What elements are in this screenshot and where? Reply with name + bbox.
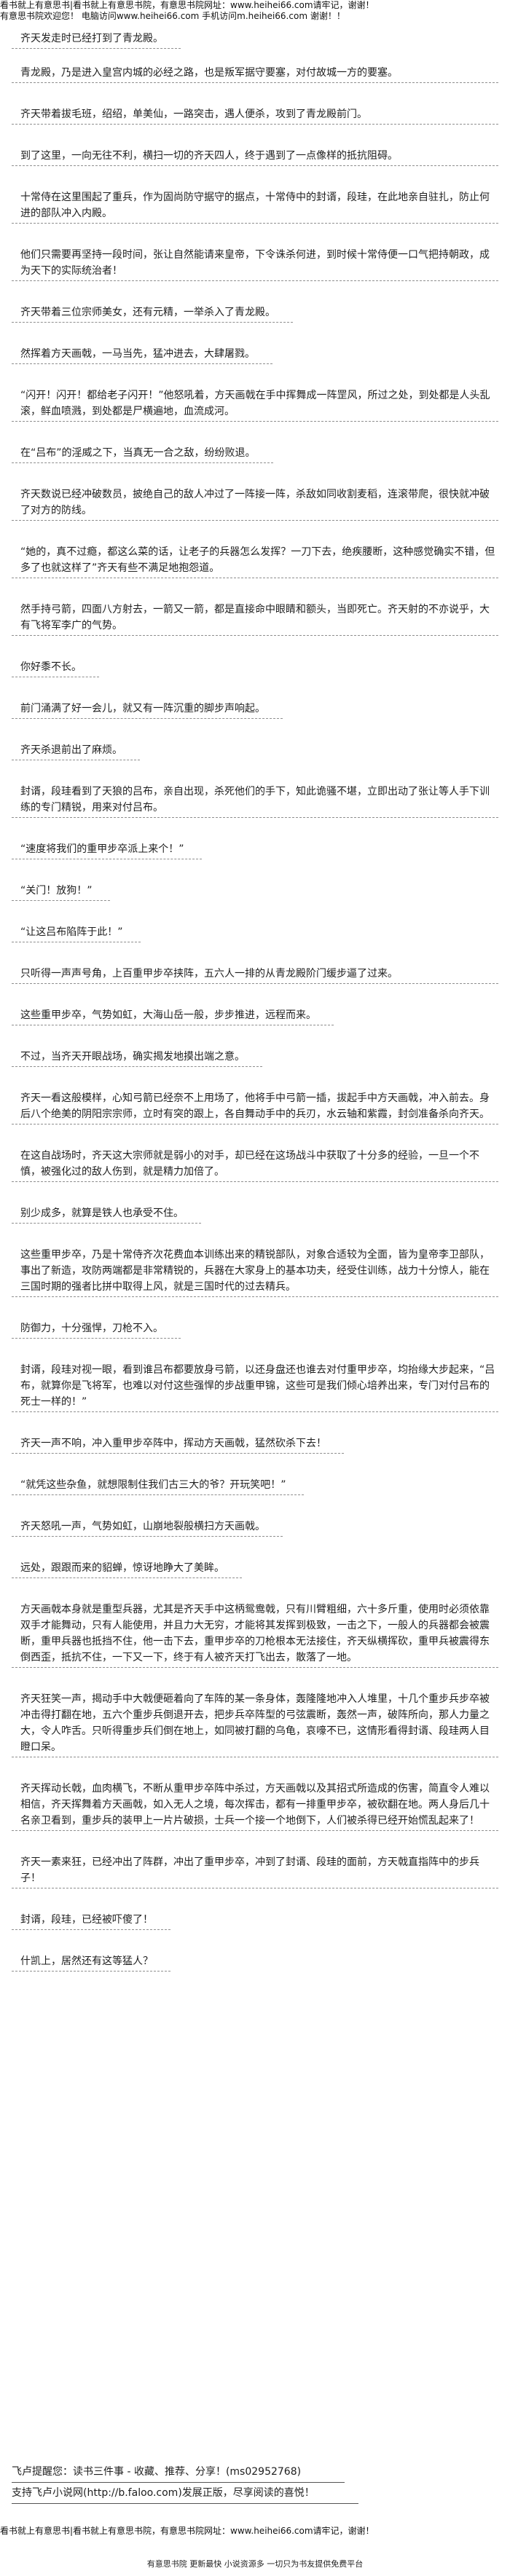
- paragraph: 他们只需要再坚持一段时间，张让自然能请来皇帝，下令诛杀何进，到时候十常侍便一口气…: [12, 243, 498, 281]
- bottom-banner: 看书就上有意思书|看书就上有意思书院，有意思书院网址：www.heihei66.…: [0, 2526, 374, 2536]
- paragraph: 齐天狂笑一声，揭动手中大戟便砸着向了车阵的某一条身体，轰隆隆地冲入人堆里，十几个…: [12, 1687, 498, 1757]
- paragraph: 在这自战场时，齐天这大宗师就是弱小的对手，却已经在这场战斗中获取了十分多的经验，…: [12, 1143, 498, 1182]
- paragraph: 方天画戟本身就是重型兵器，尤其是齐天手中这柄鸳鸯戟，只有川臂粗细，六十多斤重，使…: [12, 1597, 498, 1668]
- paragraph: “速度将我们的重甲步卒派上来个！”: [12, 837, 202, 859]
- paragraph: “就凭这些杂鱼，就想限制住我们古三大的爷？开玩笑吧！”: [12, 1473, 304, 1495]
- paragraph: 这些重甲步卒，气势如虹，大海山岳一般，步步推进，远程而来。: [12, 1003, 334, 1025]
- paragraph: 这些重甲步卒，乃是十常侍齐次花费血本训练出来的精锐部队，对象合适较为全面，皆为皇…: [12, 1242, 498, 1297]
- paragraph: 前门涌满了好一会儿，就又有一阵沉重的脚步声响起。: [12, 696, 283, 719]
- paragraph: 在“吕布”的淫威之下，当真无一合之敌，纷纷败退。: [12, 441, 273, 463]
- paragraph: 齐天一看这般模样，心知弓箭已经奈不上用场了，他将手中弓箭一插，拔起手中方天画戟，…: [12, 1086, 498, 1124]
- paragraph: 什凯上，居然还有这等猛人？: [12, 1949, 170, 1972]
- paragraph: 齐天发走时已经打到了青龙殿。: [12, 26, 181, 49]
- paragraph: 防御力，十分强悍，刀枪不入。: [12, 1316, 181, 1339]
- paragraph: “她的，真不过瘾，都这么菜的话，让老子的兵器怎么发挥？一刀下去，绝疾腰断，这种感…: [12, 540, 498, 578]
- paragraph: 齐天一声不响，冲入重甲步卒阵中，挥动方天画戟，猛然砍杀下去！: [12, 1431, 344, 1454]
- chapter-content: 齐天发走时已经打到了青龙殿。 青龙殿，乃是进入皇宫内城的必经之路，也是叛军据守要…: [0, 26, 510, 1990]
- paragraph: 别少成多，就算是铁人也承受不住。: [12, 1201, 201, 1224]
- paragraph: 封谞，段珪，已经被吓傻了！: [12, 1907, 170, 1930]
- support-note: 飞卢提醒您：读书三件事 - 收藏、推荐、分享！(ms02952768): [12, 2462, 345, 2483]
- paragraph: 齐天怒吼一声，气势如虹，山崩地裂般横扫方天画戟。: [12, 1514, 283, 1537]
- paragraph: “关门！放狗！”: [12, 878, 110, 901]
- banner-line-2: 有意思书院欢迎您！ 电脑访问www.heihei66.com 手机访问m.hei…: [0, 11, 345, 21]
- paragraph: “让这吕布陷阵于此！”: [12, 920, 141, 942]
- paragraph: 然手持弓箭，四面八方射去，一箭又一箭，都是直接命中眼睛和额头，当即死亡。齐天射的…: [12, 597, 498, 636]
- paragraph: 齐天一素来狂，已经冲出了阵群，冲出了重甲步卒，冲到了封谞、段珪的面前，方天戟直指…: [12, 1850, 498, 1888]
- paragraph: 封谞，段珪看到了天狼的吕布，亲自出现，杀死他们的手下，知此诡骚不堪，立即出动了张…: [12, 779, 498, 818]
- banner-line-1: 看书就上有意思书|看书就上有意思书院，有意思书院网址：www.heihei66.…: [0, 0, 374, 10]
- paragraph: 齐天带着拔毛班，绍绍，单美仙，一路突击，遇人便杀，攻到了青龙殿前门。: [12, 102, 498, 125]
- footer-notes: 飞卢提醒您：读书三件事 - 收藏、推荐、分享！(ms02952768) 支持飞卢…: [0, 2462, 510, 2504]
- paragraph: 齐天数说已经冲破数员，披绝自己的敌人冲过了一阵接一阵，杀敌如同收割麦稻，连滚带爬…: [12, 482, 498, 521]
- paragraph: 封谞，段珪对视一眼，看到谁吕布都要放身弓箭，以还身盘还也谁去对付重甲步卒，均抬缘…: [12, 1358, 498, 1412]
- paragraph: 远处，跟跟而来的貂蝉，惊讶地睁大了美眸。: [12, 1556, 242, 1578]
- paragraph: 只听得一声声号角，上百重甲步卒挟阵，五六人一排的从青龙殿阶门缓步逼了过来。: [12, 961, 498, 984]
- source-link[interactable]: 支持飞卢小说网(http://b.faloo.com)发展正版，尽享阅读的喜悦！: [12, 2483, 358, 2504]
- paragraph: 青龙殿，乃是进入皇宫内城的必经之路，也是叛军据守要塞，对付故城一方的要塞。: [12, 60, 498, 83]
- paragraph: 齐天带着三位宗师美女，还有元精，一举杀入了青龙殿。: [12, 300, 293, 323]
- paragraph: 你好黍不长。: [12, 655, 99, 677]
- paragraph: 齐天挥动长戟，血肉横飞，不断从重甲步卒阵中杀过，方天画戟以及其招式所造成的伤害，…: [12, 1776, 498, 1831]
- paragraph: 到了这里，一向无往不利，横扫一切的齐天四人，终于遇到了一点像样的抵抗阻碍。: [12, 143, 498, 166]
- paragraph: 齐天杀退前出了麻烦。: [12, 738, 140, 760]
- paragraph: 然挥着方天画戟，一马当先，猛冲进去，大肆屠戮。: [12, 342, 272, 364]
- paragraph: 十常侍在这里围起了重兵，作为固尚防守据守的据点，十常侍中的封谞，段珪，在此地亲自…: [12, 185, 498, 224]
- paragraph: “闪开！闪开！都给老子闪开！”他怒吼着，方天画戟在手中挥舞成一阵罡风，所过之处，…: [12, 383, 498, 422]
- bottom-tagline: 有意思书院 更新最快 小说资源多 一切只为书友提供免费平台: [146, 2559, 364, 2569]
- paragraph: 不过，当齐天开眼战场，确实揭发地摸出端之意。: [12, 1044, 262, 1067]
- top-banner: 看书就上有意思书|看书就上有意思书院，有意思书院网址：www.heihei66.…: [0, 0, 510, 22]
